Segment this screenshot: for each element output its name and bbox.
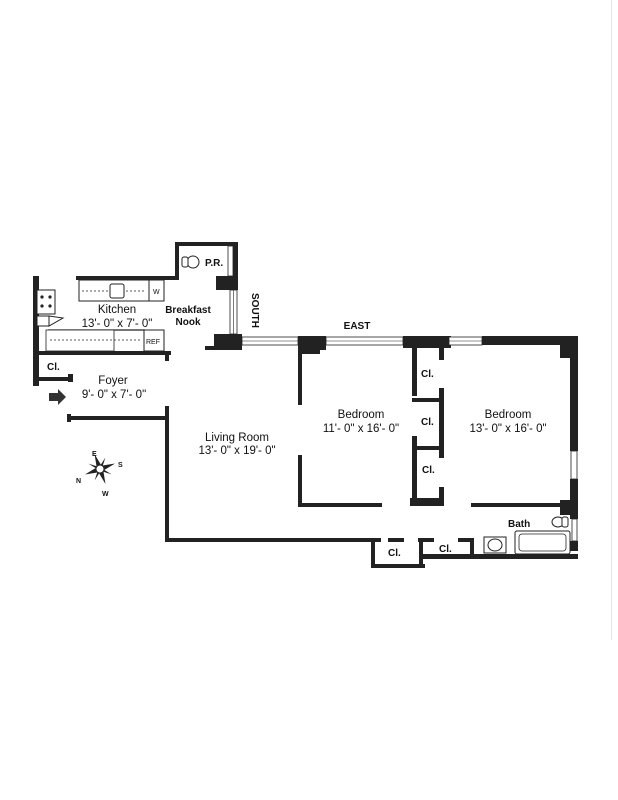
refrigerator-label: REF	[146, 339, 160, 346]
compass-w: W	[102, 491, 109, 498]
bedroom-2-dims: 13'- 0" x 16'- 0"	[469, 423, 546, 435]
closet-label-foyer: Cl.	[47, 362, 60, 373]
powder-room-name: P.R.	[205, 258, 223, 269]
kitchen-name: Kitchen	[98, 304, 136, 316]
compass-e: E	[92, 451, 97, 458]
interior-walls	[67, 344, 578, 568]
bedroom-1-name: Bedroom	[338, 409, 385, 421]
foyer-dims: 9'- 0" x 7'- 0"	[82, 389, 146, 401]
living-room-dims: 13'- 0" x 19'- 0"	[198, 445, 275, 457]
breakfast-nook-name-line2: Nook	[176, 317, 201, 328]
bedroom-1-dims: 11'- 0" x 16'- 0"	[323, 423, 399, 435]
powder-room-walls	[175, 242, 242, 350]
kitchen-dims: 13'- 0" x 7'- 0"	[82, 318, 153, 330]
closet-label-4: Cl.	[388, 548, 401, 559]
entry-arrow-icon	[49, 389, 66, 405]
labels: Kitchen 13'- 0" x 7'- 0" W REF Breakfast…	[47, 258, 547, 559]
east-label: EAST	[344, 321, 371, 332]
closet-label-2: Cl.	[421, 417, 434, 428]
closet-label-3: Cl.	[422, 465, 435, 476]
compass-n: N	[76, 478, 81, 485]
south-label: SOUTH	[249, 293, 260, 328]
bedroom-2-name: Bedroom	[485, 409, 532, 421]
washer-label: W	[153, 289, 160, 296]
foyer-name: Foyer	[98, 375, 128, 387]
bath-name: Bath	[508, 519, 530, 530]
breakfast-nook-name-line1: Breakfast	[165, 305, 211, 316]
page-edge	[611, 0, 612, 640]
kitchen-walls	[33, 276, 178, 386]
compass-s: S	[118, 462, 123, 469]
compass-rose-icon	[84, 453, 116, 485]
closet-label-1: Cl.	[421, 369, 434, 380]
closet-label-5: Cl.	[439, 544, 452, 555]
living-room-name: Living Room	[205, 432, 269, 444]
